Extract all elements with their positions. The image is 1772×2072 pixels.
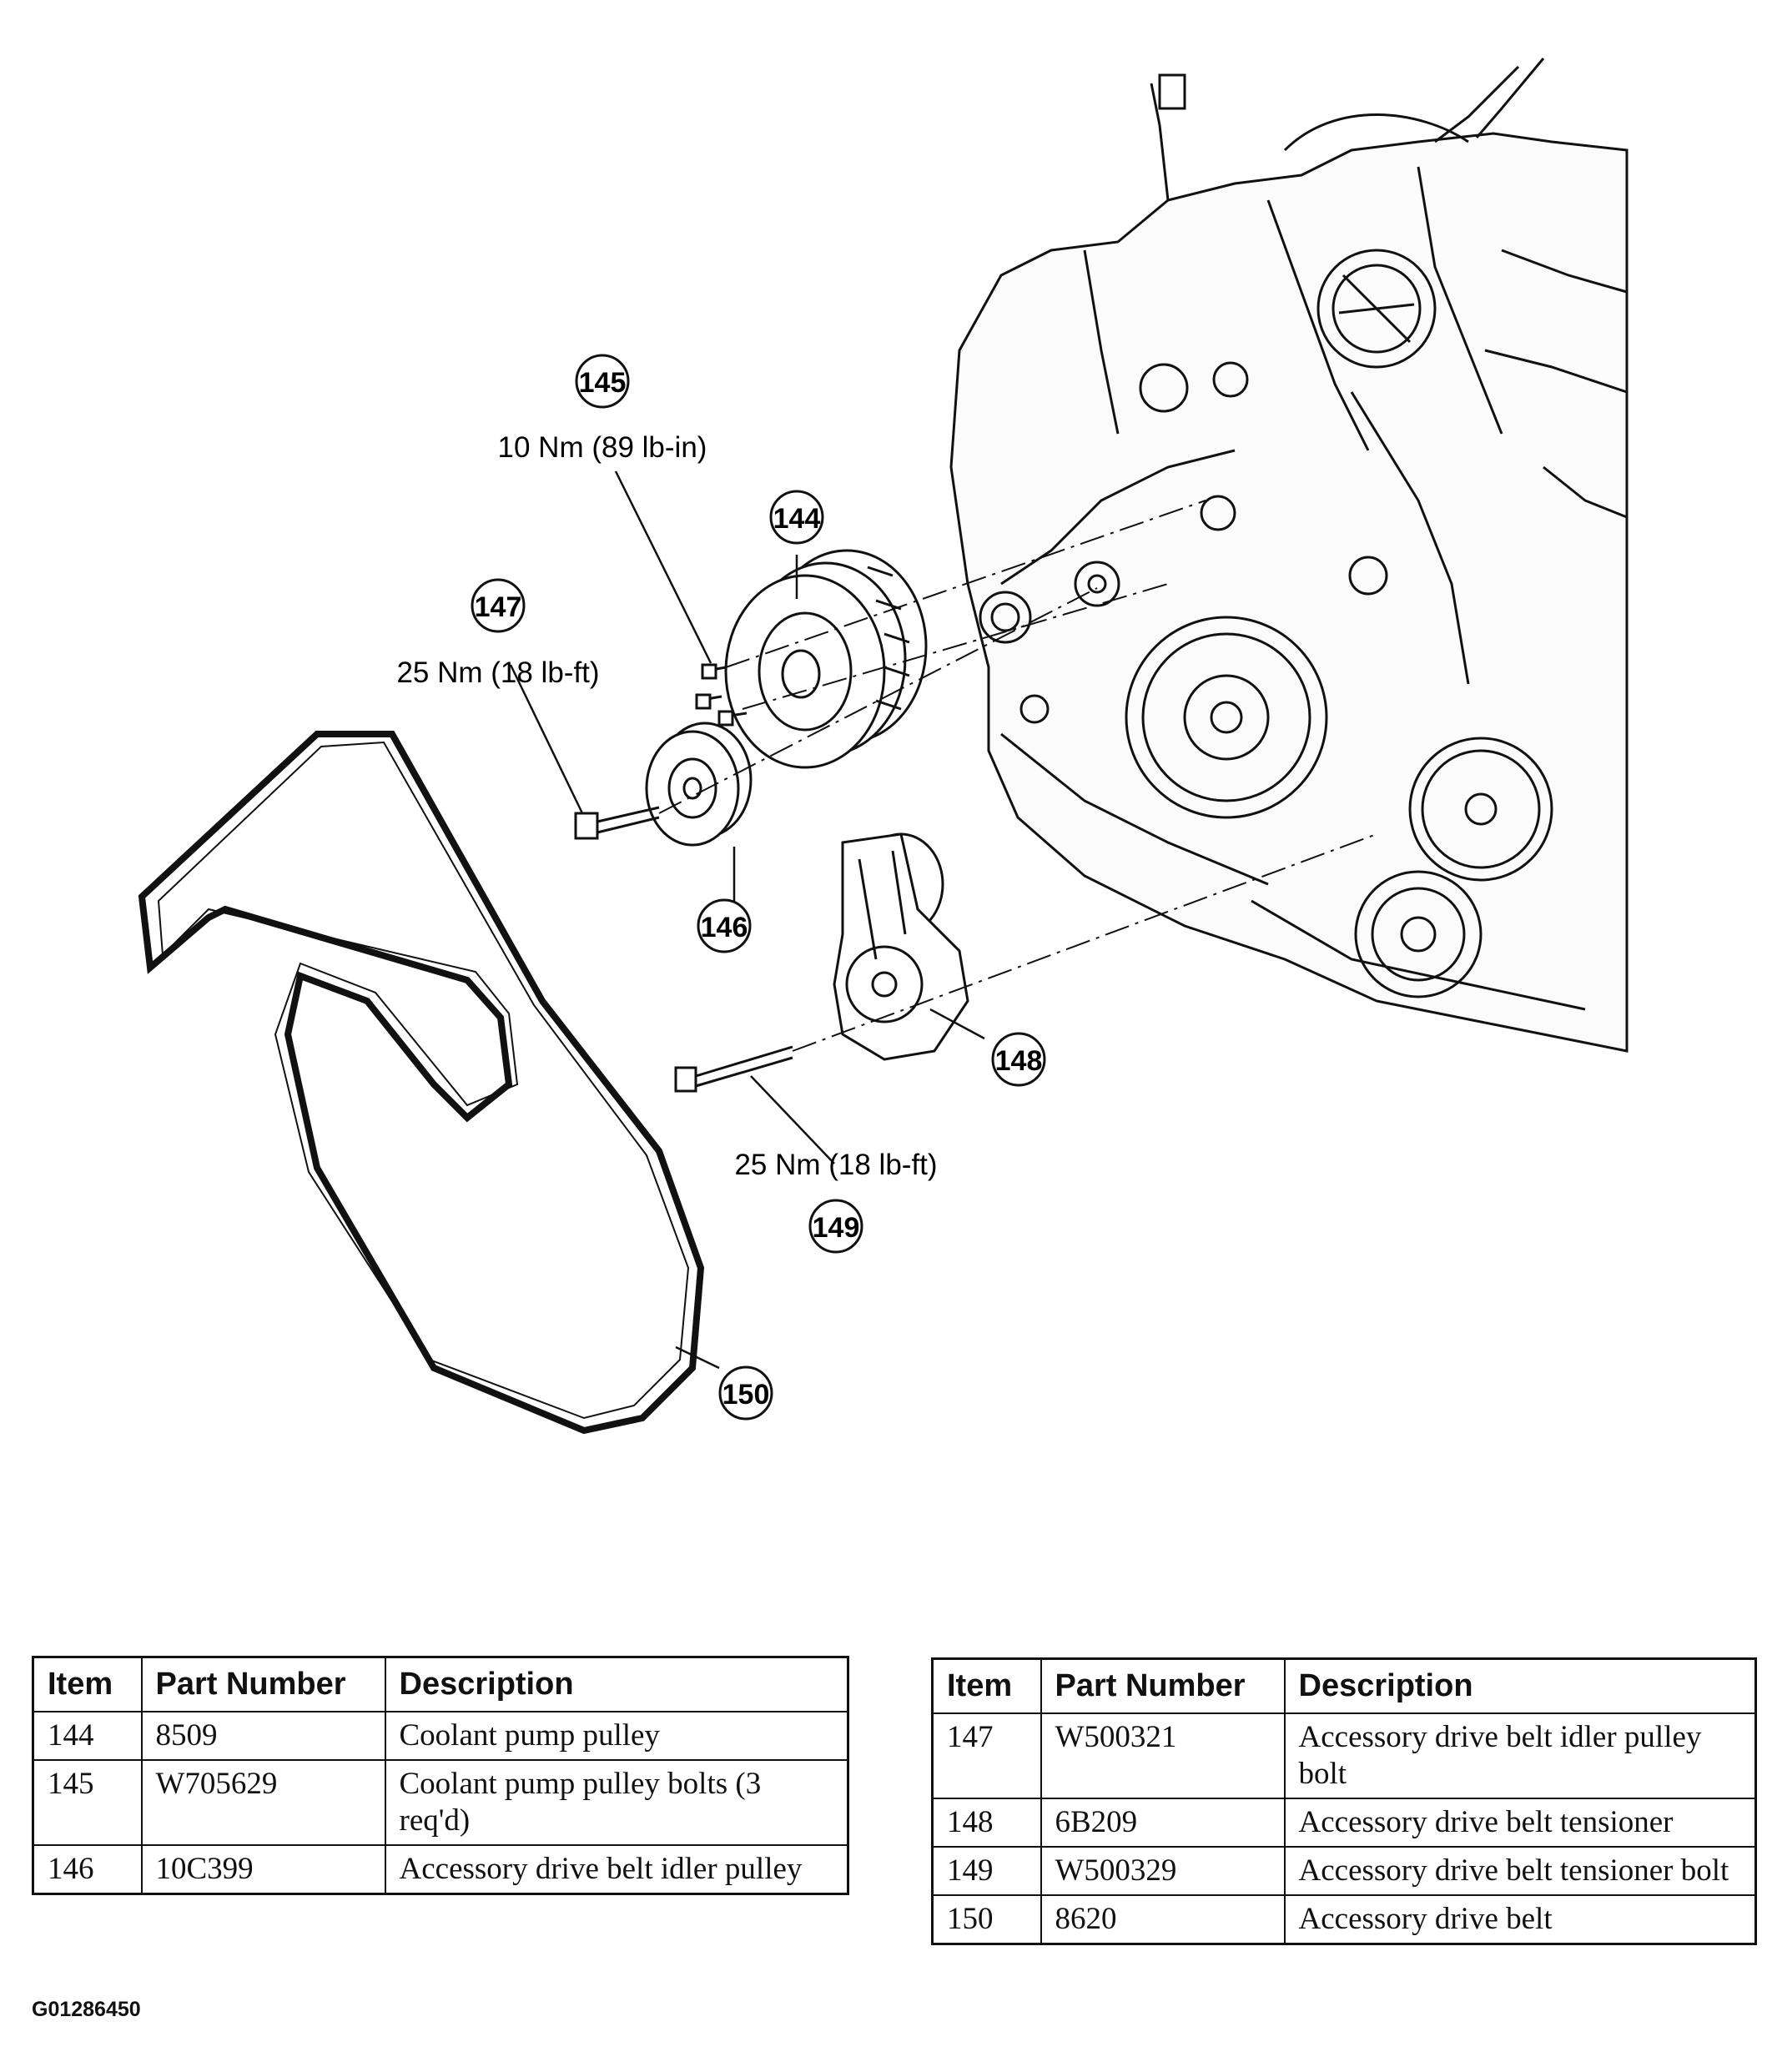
engine-assembly [949, 58, 1629, 1053]
cell-part-number: W705629 [140, 1759, 386, 1846]
cell-description: Accessory drive belt [1283, 1894, 1757, 1945]
table-row: 146 10C399 Accessory drive belt idler pu… [32, 1844, 849, 1895]
cell-part-number: 10C399 [140, 1844, 386, 1895]
callout-150: 150 [718, 1365, 773, 1421]
svg-text:148: 148 [995, 1045, 1043, 1077]
figure-id: G01286450 [32, 1998, 141, 2021]
cell-description: Accessory drive belt idler pulley bolt [1283, 1712, 1757, 1799]
cell-part-number: 6B209 [1040, 1798, 1286, 1848]
table-row: 144 8509 Coolant pump pulley [32, 1711, 849, 1761]
header-part-number: Part Number [1040, 1657, 1286, 1714]
header-description: Description [1283, 1657, 1757, 1714]
callout-145: 145 [575, 354, 630, 409]
belt-tensioner [833, 832, 969, 1061]
parts-table-left: Item Part Number Description 144 8509 Co… [32, 1656, 849, 1895]
table-row: 150 8620 Accessory drive belt [931, 1894, 1757, 1945]
cell-part-number: W500321 [1040, 1712, 1286, 1799]
accessory-drive-belt [138, 731, 705, 1435]
cell-description: Coolant pump pulley bolts (3 req'd) [384, 1759, 849, 1846]
cell-description: Accessory drive belt idler pulley [384, 1844, 849, 1895]
alignment-centerlines [658, 500, 1377, 1052]
coolant-pump-pulley-bolts [695, 663, 748, 727]
table-header-row: Item Part Number Description [32, 1656, 849, 1712]
header-item: Item [32, 1656, 143, 1712]
svg-text:144: 144 [773, 503, 821, 535]
svg-text:150: 150 [722, 1379, 770, 1411]
cell-item: 144 [32, 1711, 143, 1761]
cell-description: Accessory drive belt tensioner bolt [1283, 1846, 1757, 1896]
cell-part-number: 8620 [1040, 1894, 1286, 1945]
cell-item: 145 [32, 1759, 143, 1846]
callout-146: 146 [697, 898, 752, 953]
svg-text:149: 149 [813, 1212, 860, 1244]
idler-pulley [645, 722, 753, 847]
svg-text:145: 145 [579, 367, 627, 399]
callout-148: 148 [991, 1032, 1046, 1087]
cell-part-number: W500329 [1040, 1846, 1286, 1896]
leader-lines [509, 470, 985, 1370]
table-row: 147 W500321 Accessory drive belt idler p… [931, 1712, 1757, 1799]
torque-145: 10 Nm (89 lb-in) [498, 431, 707, 464]
cell-part-number: 8509 [140, 1711, 386, 1761]
cell-item: 150 [931, 1894, 1042, 1945]
header-description: Description [384, 1656, 849, 1712]
table-row: 148 6B209 Accessory drive belt tensioner [931, 1798, 1757, 1848]
cell-description: Accessory drive belt tensioner [1283, 1798, 1757, 1848]
table-header-row: Item Part Number Description [931, 1657, 1757, 1714]
table-row: 145 W705629 Coolant pump pulley bolts (3… [32, 1759, 849, 1846]
torque-149: 25 Nm (18 lb-ft) [734, 1149, 937, 1181]
table-row: 149 W500329 Accessory drive belt tension… [931, 1846, 1757, 1896]
header-item: Item [931, 1657, 1042, 1714]
cell-item: 148 [931, 1798, 1042, 1848]
callout-149: 149 [808, 1199, 863, 1254]
svg-text:147: 147 [475, 591, 522, 623]
tensioner-bolt [674, 1045, 793, 1093]
svg-text:146: 146 [701, 912, 748, 943]
cell-item: 149 [931, 1846, 1042, 1896]
cell-description: Coolant pump pulley [384, 1711, 849, 1761]
cell-item: 147 [931, 1712, 1042, 1799]
header-part-number: Part Number [140, 1656, 386, 1712]
cell-item: 146 [32, 1844, 143, 1895]
parts-table-right: Item Part Number Description 147 W500321… [931, 1657, 1757, 1945]
torque-labels: 10 Nm (89 lb-in) 25 Nm (18 lb-ft) 25 Nm … [396, 431, 937, 1181]
callout-144: 144 [769, 490, 824, 545]
torque-147: 25 Nm (18 lb-ft) [396, 656, 599, 689]
idler-pulley-bolt [574, 806, 660, 840]
exploded-diagram: 145 144 147 146 148 149 150 10 Nm (89 lb… [138, 58, 1629, 1435]
coolant-pump-pulley [724, 549, 928, 769]
callout-147: 147 [471, 578, 526, 633]
